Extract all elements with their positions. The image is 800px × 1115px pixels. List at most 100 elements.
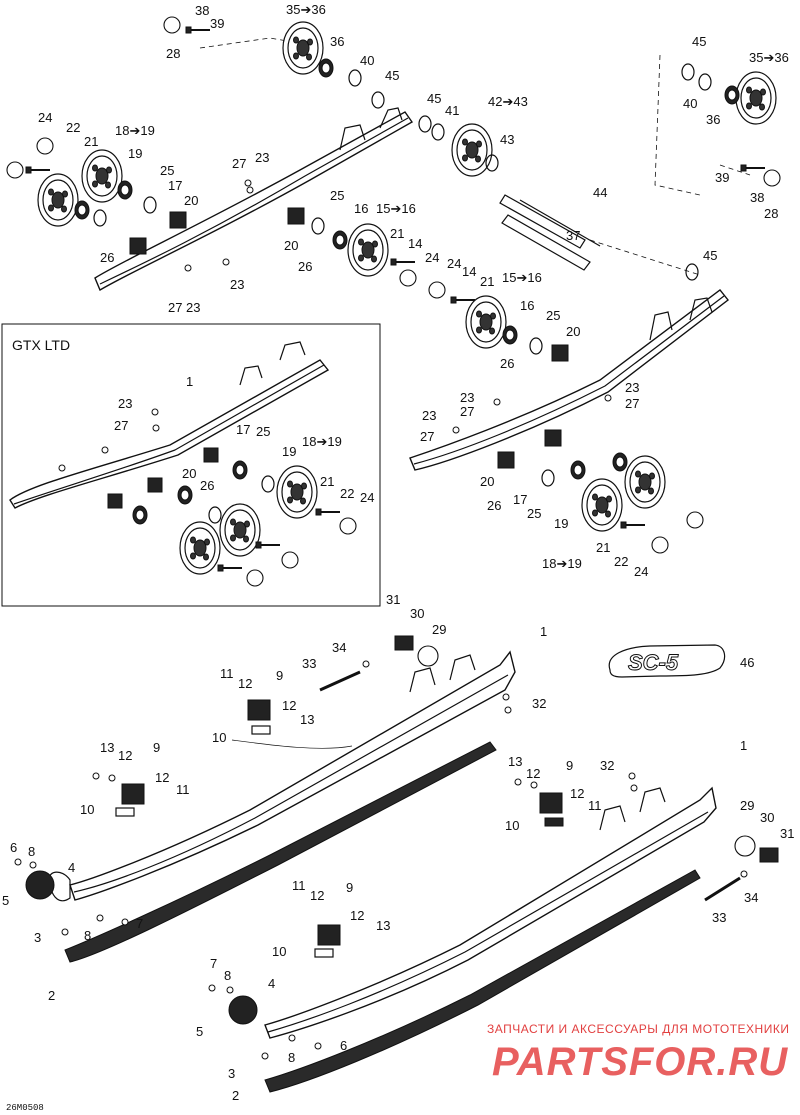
- nut-32-b: [504, 706, 512, 714]
- callout-24d: 24: [447, 256, 461, 271]
- rail-1-lower: [264, 786, 717, 1039]
- nut-27d: [452, 426, 460, 434]
- inset-callout-27: 27: [114, 418, 128, 433]
- gtx-ltd-inset: GTX LTD 1 23 27 17 25 18➔19 19 20 26 21: [1, 323, 381, 607]
- callout-12-b: 12: [282, 698, 296, 713]
- callout-25: 25: [160, 163, 174, 178]
- callout-13-b: 13: [100, 740, 114, 755]
- nut-13-a: [92, 772, 100, 780]
- rail-1-upper: [69, 650, 516, 901]
- callout-11-c: 11: [588, 798, 602, 813]
- callout-21: 21: [84, 134, 98, 149]
- callout-24f: 24: [634, 564, 648, 579]
- ring-45-lower: [685, 263, 699, 281]
- inset-bracket-c: [107, 493, 123, 509]
- callout-45-lower: 45: [703, 248, 717, 263]
- callout-23e: 23: [625, 380, 639, 395]
- callout-20d: 20: [480, 474, 494, 489]
- callout-10-d: 10: [272, 944, 286, 959]
- callout-28-right: 28: [764, 206, 778, 221]
- callout-2-b: 2: [232, 1088, 239, 1103]
- idler-wheel-18: [81, 149, 123, 203]
- bearing-16b: [502, 325, 518, 345]
- callout-25b: 25: [330, 188, 344, 203]
- callout-29: 29: [432, 622, 446, 637]
- callout-1-b: 1: [740, 738, 747, 753]
- callout-35-36-right: 35➔36: [749, 50, 789, 65]
- callout-38-right: 38: [750, 190, 764, 205]
- bracket-26b: [497, 451, 515, 469]
- callout-34-b: 34: [744, 890, 758, 905]
- cap-29-upper: [417, 645, 439, 667]
- inset-nut-27: [152, 424, 160, 432]
- bearing-19b: [74, 200, 90, 220]
- callout-22: 22: [66, 120, 80, 135]
- ring-45: [371, 91, 385, 109]
- washer-34-lower: [740, 870, 748, 878]
- callout-46: 46: [740, 655, 754, 670]
- callout-18-19b: 18➔19: [542, 556, 582, 571]
- callout-1-a: 1: [540, 624, 547, 639]
- rail-mid-right-ribs: [649, 297, 713, 341]
- callout-8-a: 8: [28, 844, 35, 859]
- callout-27: 27: [232, 156, 246, 171]
- callout-15-16: 15➔16: [376, 201, 416, 216]
- callout-33-b: 33: [712, 910, 726, 925]
- callout-2-a: 2: [48, 988, 55, 1003]
- bolt-14: [450, 296, 476, 304]
- callout-38: 38: [195, 3, 209, 18]
- callout-17b: 17: [513, 492, 527, 507]
- shock-leader: [231, 739, 353, 749]
- callout-41: 41: [445, 103, 459, 118]
- spacer-40: [348, 69, 362, 87]
- callout-23b: 23: [186, 300, 200, 315]
- inset-callout-22: 22: [340, 486, 354, 501]
- bracket-26: [129, 237, 147, 255]
- rail-mid-right: [409, 289, 729, 471]
- callout-10-c: 10: [505, 818, 519, 833]
- cap-28-right: [763, 169, 781, 187]
- callout-36-right: 36: [706, 112, 720, 127]
- idler-wheel-42: [451, 123, 493, 177]
- callout-9-c: 9: [566, 758, 573, 773]
- bracket-20b: [287, 207, 305, 225]
- callout-20: 20: [184, 193, 198, 208]
- rail-top-left-groove: [99, 117, 409, 285]
- callout-36: 36: [330, 34, 344, 49]
- callout-21c: 21: [480, 274, 494, 289]
- spacer-41: [431, 123, 445, 141]
- callout-19: 19: [128, 146, 142, 161]
- pad-10-d: [314, 948, 334, 958]
- inset-bearing-b: [177, 485, 193, 505]
- callout-17: 17: [168, 178, 182, 193]
- callout-20b: 20: [284, 238, 298, 253]
- bumper-5-upper: [48, 871, 71, 902]
- bolt-21: [25, 166, 51, 174]
- bumper-5-upper-block: [25, 870, 55, 900]
- callout-21b: 21: [390, 226, 404, 241]
- ring-25b: [93, 209, 107, 227]
- washer-12-a: [108, 774, 116, 782]
- washer-23: [246, 186, 254, 194]
- rail-1-lower-groove: [267, 811, 709, 1033]
- cap-24-right: [686, 511, 704, 529]
- inset-callout-21: 21: [320, 474, 334, 489]
- callout-4-b: 4: [268, 976, 275, 991]
- callout-26c: 26: [500, 356, 514, 371]
- callout-44: 44: [593, 185, 607, 200]
- bearing-19c: [612, 452, 628, 472]
- callout-25c: 25: [546, 308, 560, 323]
- callout-18-19: 18➔19: [115, 123, 155, 138]
- emblem-outline: [608, 644, 726, 678]
- callout-13-d: 13: [376, 918, 390, 933]
- bearing-19-right: [570, 460, 586, 480]
- bearing-19: [117, 180, 133, 200]
- bolt-21b: [390, 258, 416, 266]
- washer-23b: [222, 258, 230, 266]
- callout-21d: 21: [596, 540, 610, 555]
- callout-5-a: 5: [2, 893, 9, 908]
- watermark-logo: PARTSFOR.RU: [492, 1040, 788, 1084]
- callout-42-43: 42➔43: [488, 94, 528, 109]
- inset-bracket-b: [147, 477, 163, 493]
- callout-9-d: 9: [346, 880, 353, 895]
